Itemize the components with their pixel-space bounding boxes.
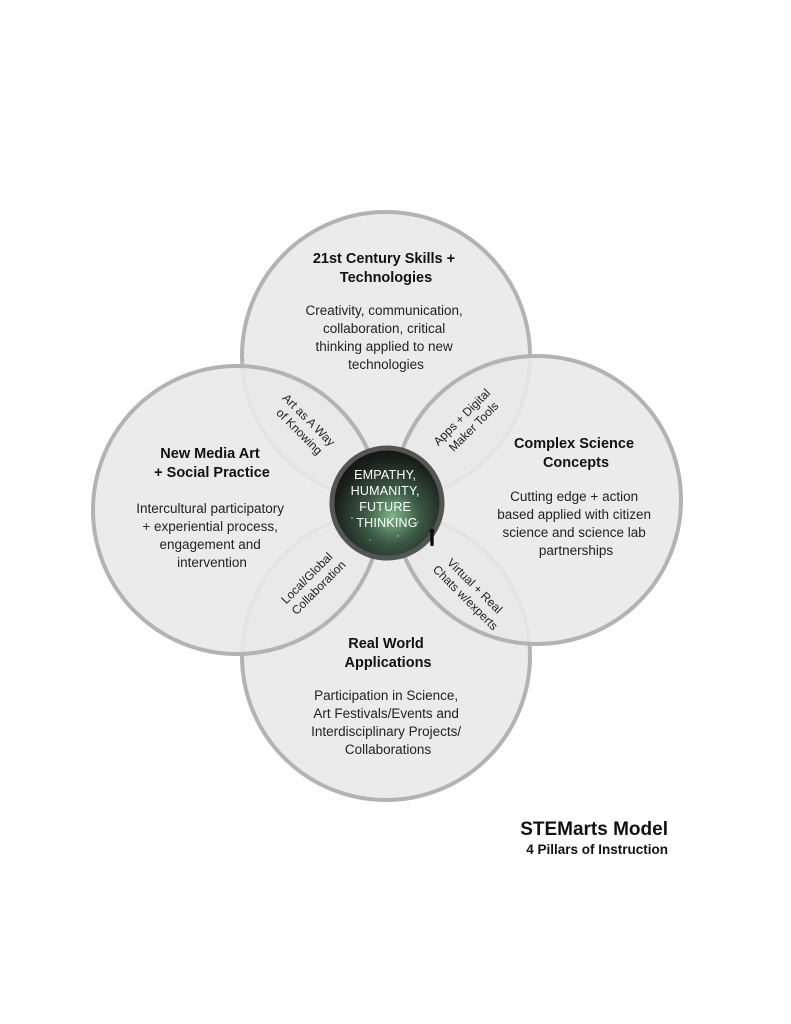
pillar-top: 21st Century Skills + Technologies Creat…	[305, 251, 466, 372]
pillar-bottom-body-line: Collaborations	[345, 742, 432, 757]
svg-text:Creativity, communication,: Creativity, communication, collaboration…	[305, 303, 466, 372]
pillar-bottom-title-line: Applications	[344, 655, 431, 671]
svg-text:Complex Science Concepts: Complex Science Concepts	[514, 436, 638, 471]
hub-circle	[329, 445, 445, 561]
svg-text:21st Century Skills + Te: 21st Century Skills + Technologies	[313, 251, 459, 286]
pillar-top-body-line: technologies	[348, 357, 424, 372]
svg-text:Real World Applications: Real World Applications	[344, 636, 431, 671]
pillar-right-body-line: partnerships	[539, 543, 614, 558]
pillar-right-body-line: science and science lab	[502, 525, 645, 540]
pillar-top-body-line: thinking applied to new	[315, 339, 453, 354]
pillar-top-body-line: Creativity, communication,	[305, 303, 462, 318]
pillar-left-body-line: + experiential process,	[142, 519, 277, 534]
pillar-bottom-title-line: Real World	[348, 636, 423, 652]
pillar-bottom-body-line: Interdisciplinary Projects/	[311, 724, 461, 739]
caption-subtitle: 4 Pillars of Instruction	[526, 842, 668, 857]
pillar-left: New Media Art + Social Practice Intercul…	[136, 446, 288, 570]
pillar-right-body-line: Cutting edge + action	[510, 489, 638, 504]
pillar-left-title-line: New Media Art	[160, 446, 260, 462]
pillar-right-body-line: based applied with citizen	[497, 507, 651, 522]
pillar-left-title-line: + Social Practice	[154, 465, 270, 481]
pillar-top-body-line: collaboration, critical	[323, 321, 445, 336]
pillar-left-body-line: engagement and	[159, 537, 260, 552]
svg-text:Participation in Science,: Participation in Science, Art Festivals/…	[311, 688, 465, 757]
hub-text-line: FUTURE	[359, 500, 411, 514]
pillar-bottom: Real World Applications Participation in…	[311, 636, 465, 757]
svg-text:New Media Art + Social P: New Media Art + Social Practice	[154, 446, 270, 481]
hub-text-line: HUMANITY,	[351, 484, 420, 498]
pillar-left-body-line: intervention	[177, 555, 247, 570]
caption-title: STEMarts Model	[520, 819, 668, 840]
svg-text:Intercultural participatory: Intercultural participatory + experienti…	[136, 501, 288, 570]
hub-text-line: THINKING	[356, 516, 417, 530]
pillar-right-title-line: Complex Science	[514, 436, 634, 452]
svg-text:EMPATHY, HUMANITY,: EMPATHY, HUMANITY, FUTURE THINKING	[351, 468, 424, 530]
hub: EMPATHY, HUMANITY, FUTURE THINKING	[329, 445, 445, 561]
pillar-left-body-line: Intercultural participatory	[136, 501, 284, 516]
pillar-right: Complex Science Concepts Cutting edge + …	[497, 436, 655, 558]
pillar-bottom-body-line: Participation in Science,	[314, 688, 458, 703]
pillar-top-title-line: 21st Century Skills +	[313, 251, 455, 267]
hub-stars	[351, 469, 419, 541]
pillar-right-title-line: Concepts	[543, 455, 609, 471]
hub-text-line: EMPATHY,	[354, 468, 416, 482]
pillar-top-title-line: Technologies	[340, 270, 432, 286]
person-silhouette-icon	[429, 528, 435, 546]
svg-text:Cutting edge + action ba: Cutting edge + action based applied with…	[497, 489, 655, 558]
pillar-bottom-body-line: Art Festivals/Events and	[313, 706, 459, 721]
